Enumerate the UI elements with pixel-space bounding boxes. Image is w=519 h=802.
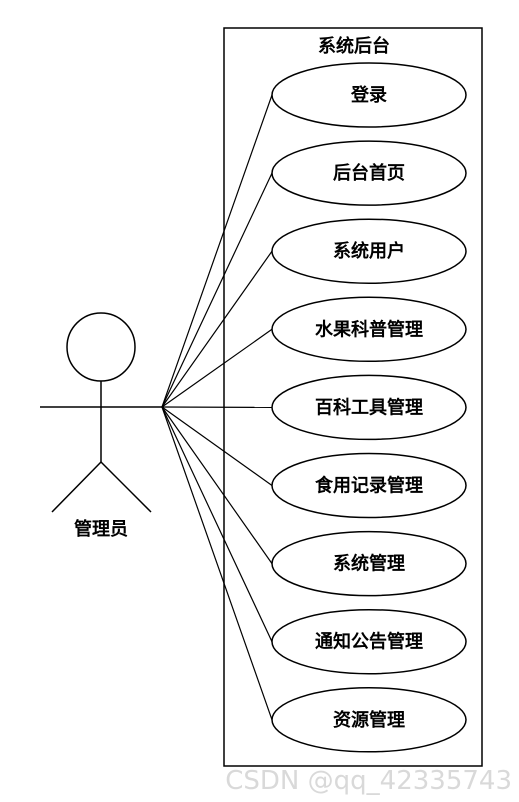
use-case-ellipse [271,374,467,441]
use-case-label: 食用记录管理 [314,475,423,497]
use-case: 系统管理 [271,530,467,597]
use-case: 食用记录管理 [271,452,467,519]
actor-left-leg [51,461,102,513]
use-case-label: 水果科普管理 [315,318,423,340]
association-line [161,328,273,408]
use-case: 系统用户 [271,218,467,284]
use-case: 登录 [271,62,467,128]
associations [161,94,273,720]
use-case-label: 通知公告管理 [315,631,423,653]
use-case-ellipse [271,687,467,753]
association-line [161,172,273,408]
use-case-ellipse [271,140,467,206]
use-case-label: 后台首页 [333,162,405,184]
use-case-ellipse [271,62,467,128]
use-case-label: 系统管理 [333,553,405,575]
use-case-ellipse [271,218,467,284]
actor-name: 管理员 [74,518,128,540]
use-case-ellipse [271,608,467,675]
use-case: 水果科普管理 [271,296,467,363]
system-title: 系统后台 [318,35,390,57]
use-cases: 登录后台首页系统用户水果科普管理百科工具管理食用记录管理系统管理通知公告管理资源… [271,62,467,753]
use-case: 资源管理 [271,687,467,753]
use-case-ellipse [271,452,467,519]
watermark: CSDN @qq_42335743 [225,766,512,796]
use-case-label: 资源管理 [333,709,405,731]
use-case-label: 百科工具管理 [315,396,423,418]
use-case: 通知公告管理 [271,608,467,675]
use-case: 后台首页 [271,140,467,206]
association-line [161,94,273,408]
association-line [161,406,273,720]
association-line [161,406,273,564]
use-case: 百科工具管理 [271,374,467,441]
association-line [161,250,273,408]
system-boundary [223,27,483,767]
association-line [161,406,273,642]
use-case-ellipse [271,296,467,363]
use-case-label: 系统用户 [333,240,405,262]
actor-right-leg [100,461,152,513]
use-case-ellipse [271,530,467,597]
association-line [161,406,273,486]
actor-head [66,312,136,382]
actor-figure [40,312,162,513]
use-case-label: 登录 [350,84,387,106]
